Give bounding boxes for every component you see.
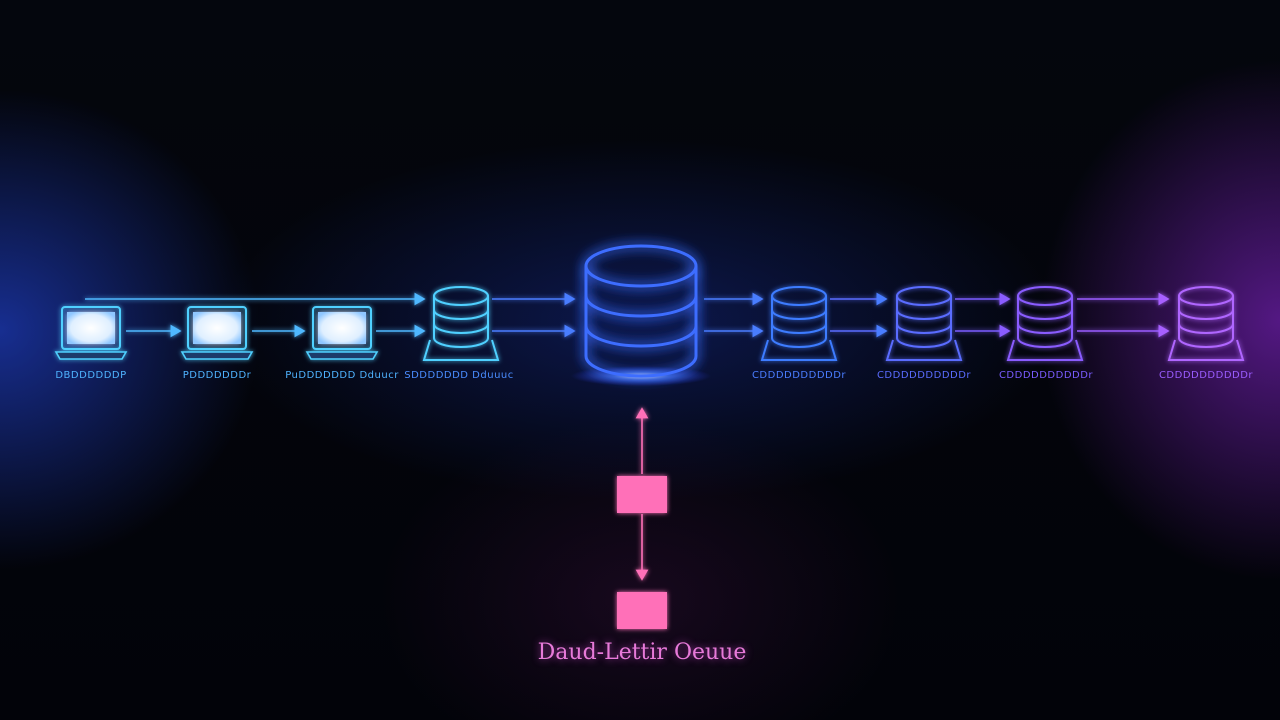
producer-label-3: PuDDDDDDD Dduucr [285, 370, 399, 381]
service-queue-node [422, 286, 500, 361]
producer-node-1 [54, 306, 128, 360]
message-box-icon [617, 592, 667, 629]
producer-label-2: PDDDDDDDr [182, 370, 252, 381]
consumer-node-2 [885, 286, 963, 361]
message-broker-node [571, 244, 711, 386]
dead-letter-queue-label: Daud-Lettir Oeuue [537, 640, 747, 665]
producer-node-3 [305, 306, 379, 360]
database-icon [885, 286, 963, 361]
consumer-label-1: CDDDDDDDDDDr [751, 370, 847, 381]
producer-label-1: DBDDDDDDP [55, 370, 127, 381]
consumer-label-2: CDDDDDDDDDDr [876, 370, 972, 381]
producer-node-2 [180, 306, 254, 360]
consumer-label-3: CDDDDDDDDDDr [998, 370, 1094, 381]
consumer-node-3 [1006, 286, 1084, 361]
database-icon [1167, 286, 1245, 361]
laptop-icon [305, 306, 379, 360]
laptop-icon [54, 306, 128, 360]
consumer-node-1 [760, 286, 838, 361]
database-icon [422, 286, 500, 361]
consumer-node-4 [1167, 286, 1245, 361]
consumer-label-4: CDDDDDDDDDDr [1158, 370, 1254, 381]
service-queue-label: SDDDDDDD Dduuuc [404, 370, 514, 381]
laptop-icon [180, 306, 254, 360]
database-icon [760, 286, 838, 361]
database-icon [584, 244, 698, 378]
message-box-icon [617, 476, 667, 513]
database-icon [1006, 286, 1084, 361]
